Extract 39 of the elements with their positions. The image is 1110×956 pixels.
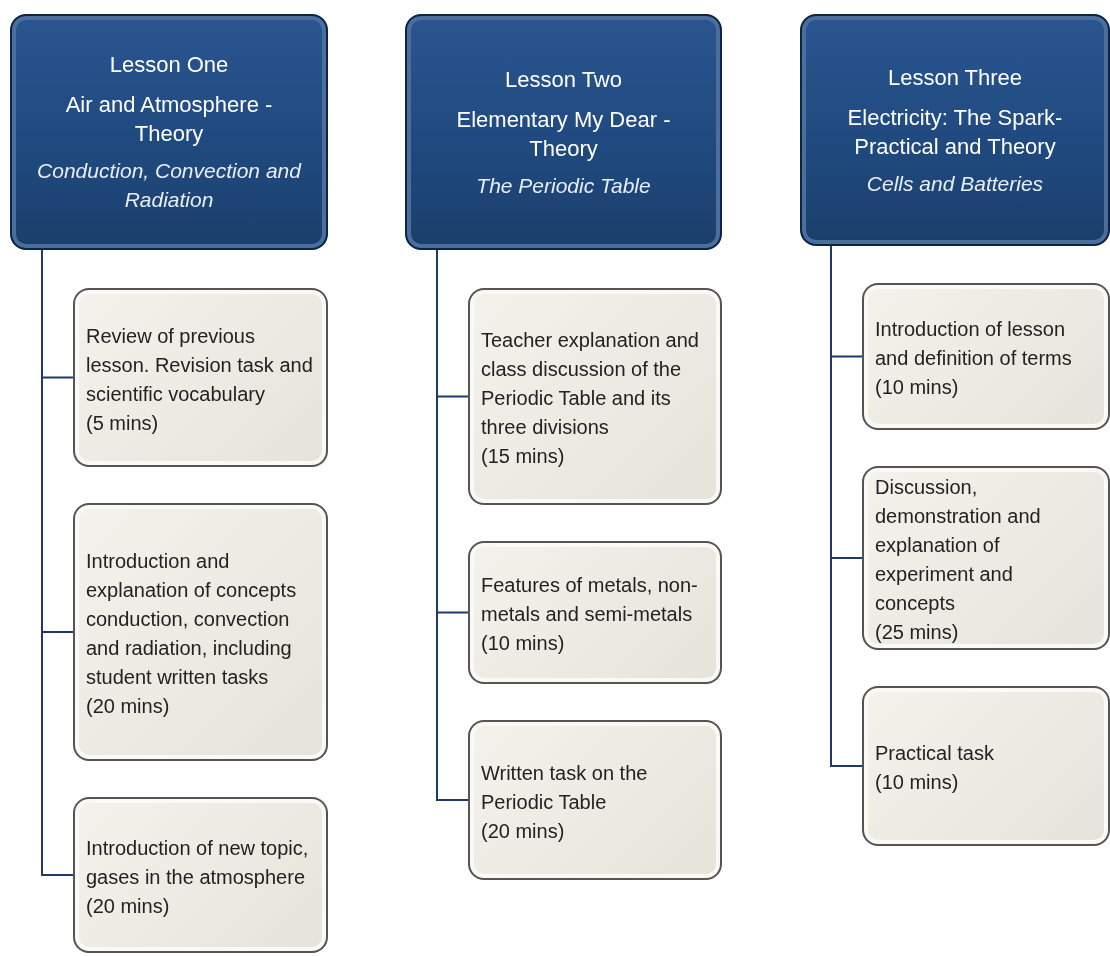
activity-description: Introduction of new topic, gases in the atmosphere <box>86 835 310 890</box>
lesson-topic: The Periodic Table <box>476 172 651 199</box>
activity-description: Practical task <box>875 741 995 766</box>
activity-duration: (10 mins) <box>481 631 566 656</box>
activity-duration: (15 mins) <box>481 444 566 469</box>
activity-description: Review of previous lesson. Revision task and scientific vocabulary <box>86 323 314 407</box>
activity-description: Features of metals, non-metals and semi-metals <box>481 573 699 627</box>
lesson-number: Lesson Two <box>505 65 622 94</box>
lesson-topic: Cells and Batteries <box>866 170 1044 197</box>
activity-box <box>862 466 1110 650</box>
activity-duration: (20 mins) <box>481 818 566 844</box>
lesson-number: Lesson One <box>109 51 229 79</box>
lesson-title: Electricity: The Spark- Practical and Theory <box>846 103 1064 161</box>
activity-description: Introduction of lesson and definition of terms <box>875 317 1073 371</box>
activity-duration: (10 mins) <box>875 770 960 795</box>
lesson-header-box <box>10 14 328 250</box>
lesson-title: Elementary My Dear - Theory <box>455 105 672 163</box>
activity-box <box>73 503 328 761</box>
activity-box <box>73 288 328 467</box>
activity-box <box>468 288 722 505</box>
lesson-number: Lesson Three <box>887 63 1023 92</box>
activity-box <box>73 797 328 953</box>
lesson-topic: Conduction, Convection and Radiation <box>36 158 303 213</box>
activity-duration: (25 mins) <box>875 620 960 645</box>
activity-duration: (20 mins) <box>86 893 171 919</box>
activity-box <box>468 720 722 880</box>
activity-box <box>862 686 1110 846</box>
activity-description: Teacher explanation and class discussion of the Periodic Table and its three divisions <box>481 328 700 440</box>
activity-duration: (20 mins) <box>86 694 171 719</box>
activity-box <box>862 283 1110 430</box>
lesson-title: Air and Atmosphere - Theory <box>64 91 274 148</box>
activity-description: Written task on the Periodic Table <box>481 760 649 815</box>
activity-description: Discussion, demonstration and explanation of experiment and concepts <box>875 475 1042 616</box>
activity-box <box>468 541 722 684</box>
activity-duration: (10 mins) <box>875 375 960 400</box>
activity-duration: (5 mins) <box>86 410 160 436</box>
lesson-header-box <box>800 14 1110 246</box>
lesson-header-box <box>405 14 722 250</box>
activity-description: Introduction and explanation of concepts conduction, convection and radiation, including student written tasks <box>86 549 298 690</box>
